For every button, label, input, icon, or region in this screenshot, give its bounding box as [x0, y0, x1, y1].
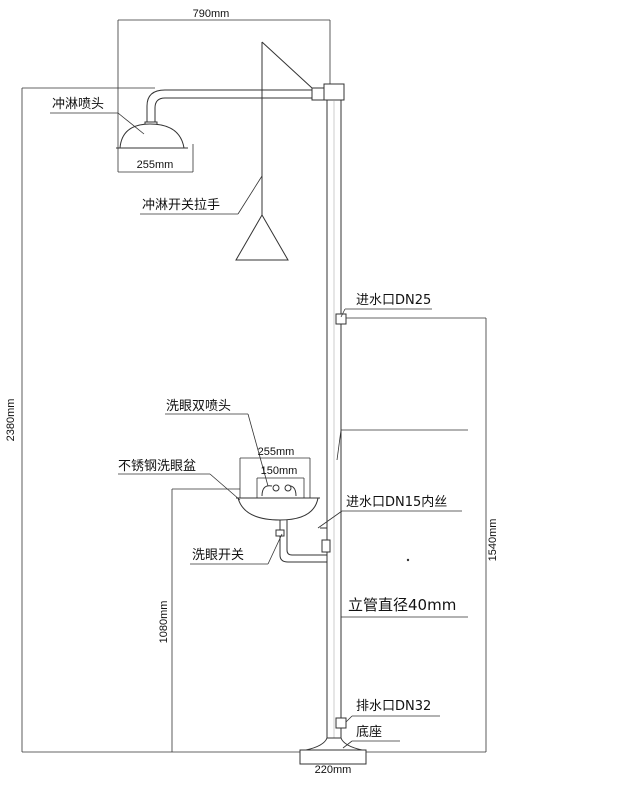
label-shower-pull: 冲淋开关拉手 [142, 198, 220, 213]
dimension-lines [21, 19, 487, 753]
dim-base-width: 220mm [315, 764, 352, 776]
label-shower-head: 冲淋喷头 [52, 97, 104, 112]
dim-inlet-height: 1540mm [487, 519, 499, 562]
leader-lines [50, 112, 468, 749]
label-eyewash-heads: 洗眼双喷头 [166, 399, 231, 414]
dim-overall-height: 2380mm [5, 399, 17, 442]
label-inlet-dn15: 进水口DN15内丝 [346, 494, 447, 510]
label-stainless-bowl: 不锈钢洗眼盆 [118, 459, 196, 474]
dim-head-span: 790mm [193, 8, 230, 20]
label-pipe-diameter: 立管直径40mm [348, 596, 456, 614]
label-eyewash-switch: 洗眼开关 [192, 548, 244, 563]
dim-eyewash-inner: 150mm [261, 465, 298, 477]
label-base: 底座 [356, 724, 382, 740]
standpipe [323, 83, 347, 741]
base [299, 737, 367, 765]
label-inlet-dn25: 进水口DN25 [356, 293, 431, 308]
dim-bowl-height: 1080mm [158, 601, 170, 644]
dim-bowl-diameter: 255mm [258, 446, 295, 458]
label-drain-dn32: 排水口DN32 [356, 699, 431, 714]
stray-dot [406, 558, 410, 562]
shower-pull [235, 41, 313, 261]
dim-shower-diameter: 255mm [137, 159, 174, 171]
shower-head-assembly [116, 87, 325, 149]
eyewash-assembly [236, 484, 331, 563]
